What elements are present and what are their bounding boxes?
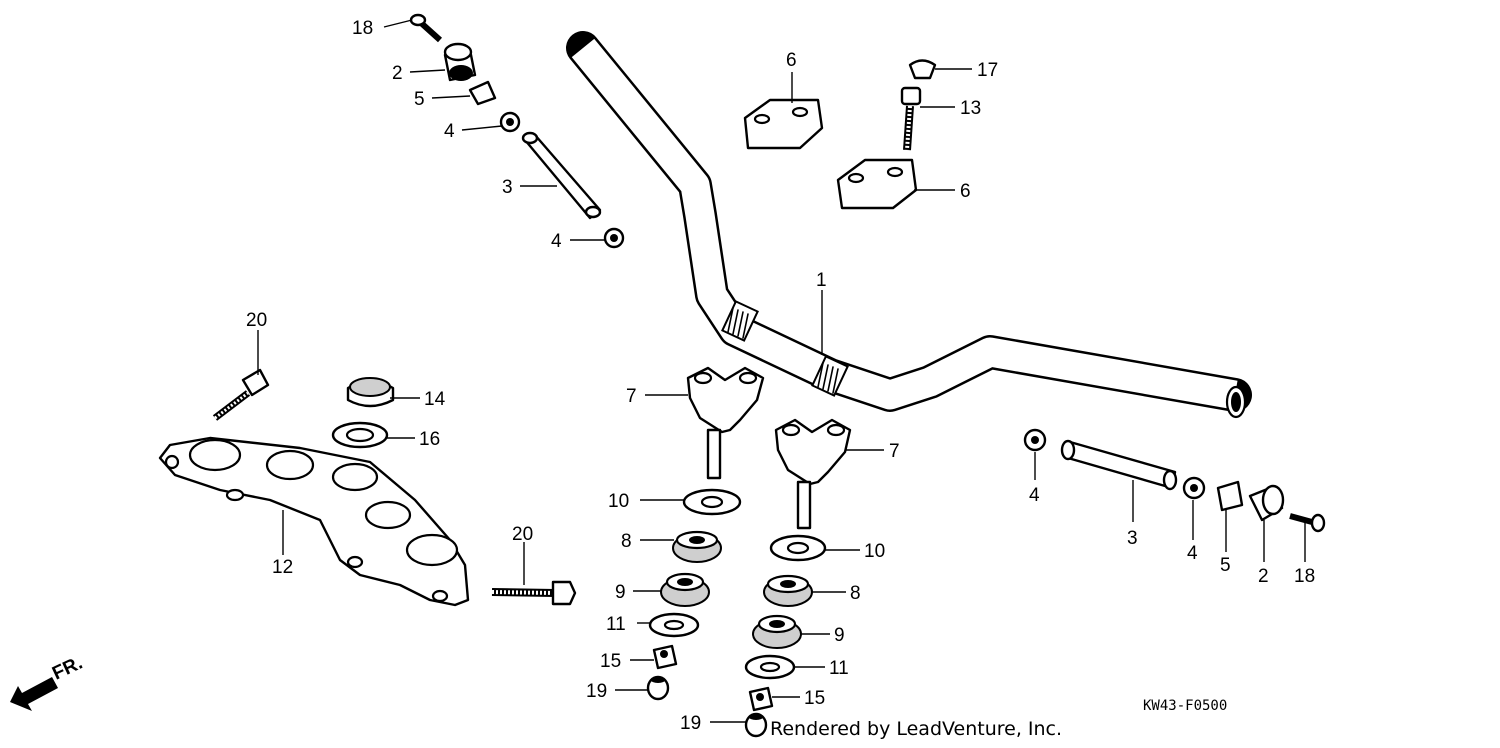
callout-9-left: 9 [615, 582, 626, 603]
front-arrow-icon [10, 677, 58, 711]
callout-20-lower: 20 [512, 524, 533, 545]
washer-11-left[interactable] [648, 612, 700, 638]
callout-4-right-b: 4 [1187, 543, 1198, 564]
screw-18-upper[interactable] [409, 13, 443, 43]
shaft-3-upper[interactable] [521, 131, 602, 220]
bolt-20-upper[interactable] [212, 368, 270, 421]
callout-18-right: 18 [1294, 566, 1315, 587]
cushion-9-left[interactable] [660, 572, 710, 607]
top-bridge-12[interactable] [158, 436, 470, 607]
washer-10-left[interactable] [682, 488, 742, 516]
front-marker-label: FR. [49, 653, 86, 685]
holder-6-upper[interactable] [743, 98, 824, 150]
callout-4-upper-a: 4 [444, 121, 455, 142]
rubber-4-upper-b[interactable] [603, 227, 625, 249]
callout-14: 14 [424, 389, 446, 410]
clip-5-right[interactable] [1216, 480, 1244, 512]
callout-11-right: 11 [829, 658, 849, 679]
knurl-band-right [811, 355, 849, 397]
callout-19-right: 19 [680, 713, 701, 734]
callout-10-left: 10 [608, 491, 629, 512]
washer-10-right[interactable] [769, 534, 827, 562]
cap-19-right[interactable] [744, 712, 768, 738]
callout-15-left: 15 [600, 651, 621, 672]
callout-17: 17 [977, 60, 998, 81]
callout-3-right: 3 [1127, 528, 1138, 549]
cushion-8-left[interactable] [672, 530, 722, 563]
cushion-14[interactable] [346, 377, 395, 408]
nut-15-left[interactable] [652, 644, 678, 670]
callout-3-upper: 3 [502, 177, 513, 198]
callout-4-right-a: 4 [1029, 485, 1040, 506]
callout-7-right: 7 [889, 441, 900, 462]
callout-1: 1 [816, 270, 827, 291]
nut-15-right[interactable] [748, 686, 774, 712]
cushion-9-right[interactable] [752, 614, 802, 649]
callout-2-right: 2 [1258, 566, 1269, 587]
callout-5-right: 5 [1220, 555, 1231, 576]
callout-9-right: 9 [834, 625, 845, 646]
callout-6-upper: 6 [786, 50, 797, 71]
handlebar-part[interactable] [566, 31, 1252, 419]
rubber-4-upper-a[interactable] [499, 111, 521, 133]
callout-12: 12 [272, 557, 293, 578]
rubber-4-right-b[interactable] [1182, 476, 1206, 500]
callout-numbers: 18 2 5 4 3 4 6 17 13 6 1 20 14 16 12 20 … [246, 18, 1315, 734]
holder-7-left[interactable] [686, 366, 765, 480]
drawing-code: KW43-F0500 [1143, 698, 1228, 714]
callout-18-upper: 18 [352, 18, 373, 39]
bolt-20-lower[interactable] [491, 580, 577, 606]
screw-18-right[interactable] [1289, 513, 1326, 533]
callout-7-left: 7 [626, 386, 637, 407]
knurl-band-left [721, 300, 759, 342]
callout-6-lower: 6 [960, 181, 971, 202]
weight-2-right[interactable] [1248, 484, 1285, 522]
bolt-13[interactable] [900, 86, 922, 151]
callout-11-left: 11 [606, 614, 626, 635]
callout-13: 13 [960, 98, 981, 119]
cushion-8-right[interactable] [763, 574, 813, 607]
cap-19-left[interactable] [646, 675, 670, 701]
holder-7-right[interactable] [774, 418, 852, 530]
washer-16[interactable] [331, 421, 389, 449]
render-credit: Rendered by LeadVenture, Inc. [770, 718, 1063, 740]
callout-4-upper-b: 4 [551, 231, 562, 252]
clip-5-upper[interactable] [468, 80, 497, 106]
callout-16: 16 [419, 429, 440, 450]
callout-8-right: 8 [850, 583, 861, 604]
callout-15-right: 15 [804, 688, 825, 709]
callout-2-upper: 2 [392, 63, 403, 84]
shaft-3-right[interactable] [1060, 439, 1178, 491]
callout-5-upper: 5 [414, 89, 425, 110]
callout-20-upper: 20 [246, 310, 267, 331]
cap-17[interactable] [908, 59, 937, 80]
callout-19-left: 19 [586, 681, 607, 702]
leader-lines [257, 19, 1306, 723]
callout-8-left: 8 [621, 531, 632, 552]
rubber-4-right-a[interactable] [1023, 428, 1047, 452]
weight-2-upper[interactable] [443, 42, 477, 82]
callout-10-right: 10 [864, 541, 885, 562]
washer-11-right[interactable] [744, 654, 796, 680]
holder-6-lower[interactable] [836, 158, 918, 210]
